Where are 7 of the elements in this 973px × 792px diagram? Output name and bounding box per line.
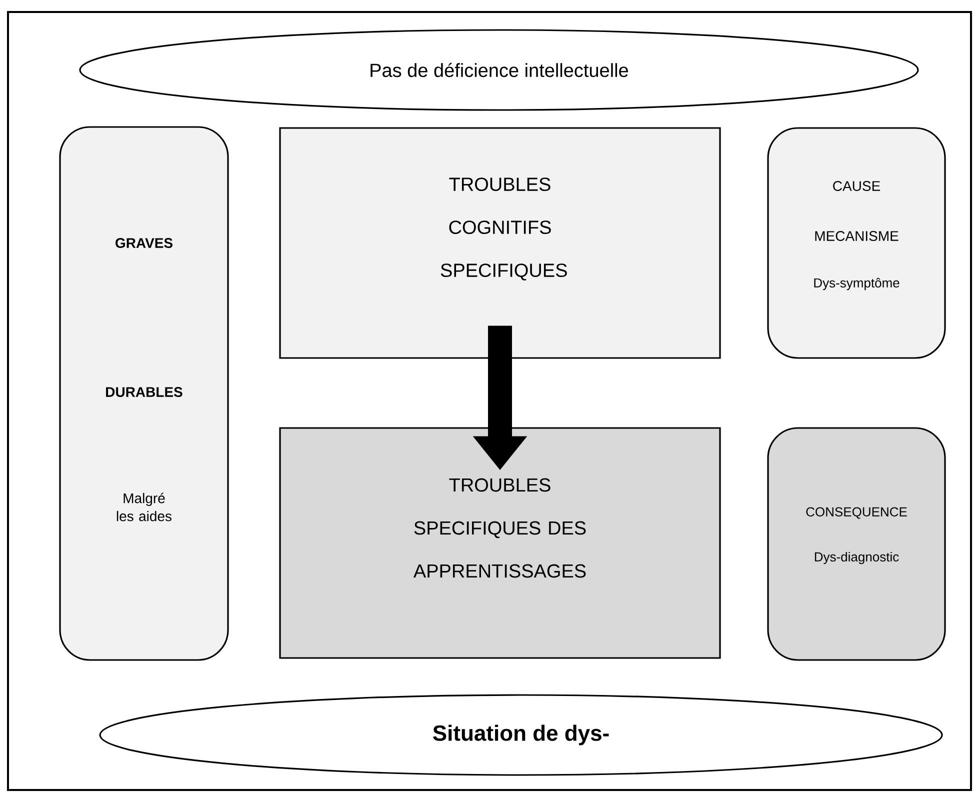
- rounded-box: CAUSE MECANISME Dys-symptôme: [767, 127, 946, 359]
- rounded-box: CONSEQUENCE Dys-diagnostic: [767, 427, 946, 661]
- ellipse-banner: Situation de dys-: [99, 694, 943, 776]
- ellipse-banner: Pas de déficience intellectuelle: [79, 29, 919, 111]
- process-box: TROUBLES SPECIFIQUES DES APPRENTISSAGES: [279, 427, 721, 659]
- rounded-box: GRAVES DURABLES Malgré les aides: [59, 126, 229, 661]
- process-box: TROUBLES COGNITIFS SPECIFIQUES: [279, 127, 721, 359]
